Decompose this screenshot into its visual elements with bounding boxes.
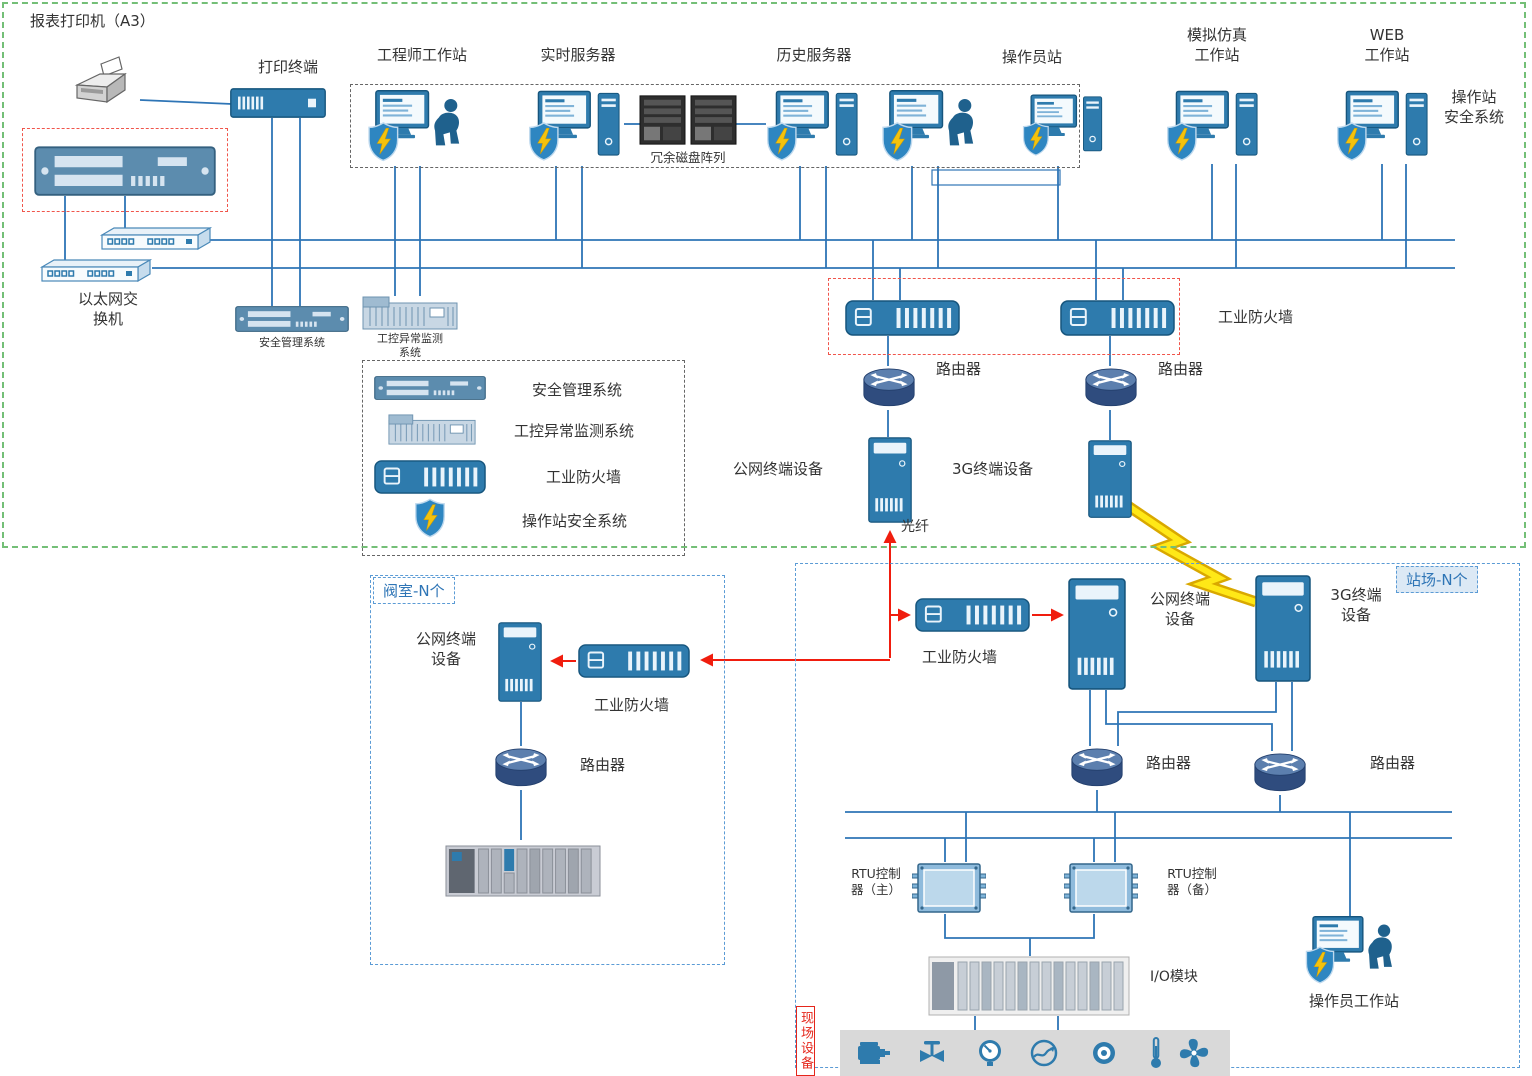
legend-ics-monitor-icon (388, 414, 476, 445)
security-mgmt-caption: 安全管理系统 (259, 336, 325, 349)
station-router-label: 路由器 (1370, 754, 1416, 772)
valve-firewall-icon (578, 644, 690, 678)
web-ws-label: WEB 工作站 (1364, 26, 1410, 64)
valve-room-title: 阀室-N个 (373, 577, 455, 604)
legend-firewall-label: 工业防火墙 (546, 468, 622, 486)
lightning-bolt-icon (1124, 501, 1258, 608)
valve-public-terminal-label: 公网终端 设备 (415, 630, 476, 668)
router-label: 路由器 (936, 360, 982, 378)
field-device-bar (840, 1030, 1230, 1076)
rtu-backup-label: RTU控制 器（备） (1166, 866, 1217, 898)
station-firewall-label: 工业防火墙 (922, 648, 998, 666)
legend-shield-icon (414, 498, 446, 538)
security-mgmt-icon (235, 306, 349, 332)
ethernet-switch-icon (100, 226, 212, 252)
ics-monitor-caption: 工控异常监测 系统 (377, 332, 443, 360)
operator-station-monitor-icon (1022, 90, 1106, 166)
field-devices-label: 现场设备 (796, 1006, 815, 1076)
printer-icon (72, 52, 144, 110)
station-router-label: 路由器 (1146, 754, 1192, 772)
plc-rack-icon (445, 840, 601, 902)
web-workstation-icon (1336, 90, 1432, 168)
print-terminal-icon (230, 88, 326, 118)
fan-icon (1176, 1036, 1212, 1070)
station-3g-terminal-icon (1255, 575, 1311, 682)
station-public-terminal-icon (1068, 578, 1126, 690)
red-highlight-box-server (22, 128, 228, 212)
router-icon (862, 366, 916, 410)
print-terminal-label: 打印终端 (257, 58, 318, 76)
router-label: 路由器 (1158, 360, 1204, 378)
rtu-backup-icon (1064, 862, 1138, 914)
valve-public-terminal-icon (498, 622, 542, 702)
ics-monitor-icon (362, 296, 458, 330)
disk-array-label: 冗余磁盘阵列 (650, 150, 726, 165)
station-3g-terminal-label: 3G终端 设备 (1330, 586, 1382, 624)
red-highlight-box-firewalls (828, 278, 1180, 355)
industrial-firewall-icon (845, 300, 960, 336)
realtime-server-label: 实时服务器 (540, 46, 616, 64)
rtu-main-label: RTU控制 器（主） (850, 866, 901, 898)
workstation-group-box (350, 84, 1080, 168)
ethernet-switch-label: 以太网交 换机 (77, 290, 138, 328)
operator-station-label: 操作员站 (1001, 48, 1062, 66)
3g-terminal-label: 3G终端设备 (952, 460, 1034, 478)
legend-ics-monitor-label: 工控异常监测系统 (514, 422, 635, 440)
3g-terminal-icon (1088, 440, 1132, 518)
legend-security-mgmt-label: 安全管理系统 (532, 381, 623, 399)
public-terminal-label: 公网终端设备 (733, 460, 824, 478)
io-module-label: I/O模块 (1150, 969, 1198, 985)
legend-box (362, 360, 685, 556)
valve-room-boundary (370, 575, 725, 965)
io-module-icon (928, 956, 1130, 1016)
legend-firewall-icon (374, 460, 486, 494)
rtu-main-icon (912, 862, 986, 914)
realtime-server-icon (528, 90, 624, 168)
thermometer-icon (1138, 1036, 1174, 1070)
fiber-label: 光纤 (901, 519, 929, 535)
disk-array-icon (638, 92, 738, 148)
legend-security-mgmt-icon (374, 376, 486, 400)
op-station-security-label: 操作站 安全系统 (1443, 88, 1504, 126)
industrial-firewall-label: 工业防火墙 (1218, 308, 1294, 326)
valve-router-label: 路由器 (580, 756, 626, 774)
public-terminal-icon (868, 437, 912, 523)
station-public-terminal-label: 公网终端 设备 (1149, 590, 1210, 628)
core-server-icon (34, 146, 216, 196)
ball-valve-icon (1086, 1036, 1122, 1070)
operator-workstation-icon (1292, 916, 1410, 990)
station-router-icon (1070, 746, 1124, 790)
motor-icon (856, 1036, 892, 1070)
blue-network-lines (64, 99, 1455, 1032)
pressure-gauge-icon (972, 1036, 1008, 1070)
fiber-links (550, 530, 1064, 668)
control-center-boundary (2, 2, 1526, 548)
valve-icon (916, 1036, 952, 1070)
engineer-ws-label: 工程师工作站 (376, 46, 467, 64)
station-firewall-icon (915, 598, 1030, 632)
station-title: 站场-N个 (1396, 566, 1478, 593)
ethernet-switch-icon (40, 258, 152, 284)
simulation-ws-label: 模拟仿真 工作站 (1186, 26, 1247, 64)
history-server-label: 历史服务器 (776, 46, 852, 64)
engineer-workstation-icon (366, 90, 466, 168)
flow-meter-icon (1026, 1036, 1062, 1070)
valve-router-icon (494, 746, 548, 790)
history-server-icon (766, 90, 862, 168)
industrial-firewall-icon (1060, 300, 1175, 336)
station-router-icon (1253, 751, 1307, 795)
simulation-workstation-icon (1166, 90, 1262, 168)
operator-station-icon (880, 90, 980, 168)
valve-firewall-label: 工业防火墙 (594, 696, 670, 714)
report-printer-label: 报表打印机（A3） (30, 12, 155, 30)
legend-op-security-label: 操作站安全系统 (522, 512, 628, 530)
operator-workstation-label: 操作员工作站 (1308, 992, 1399, 1010)
router-icon (1084, 366, 1138, 410)
